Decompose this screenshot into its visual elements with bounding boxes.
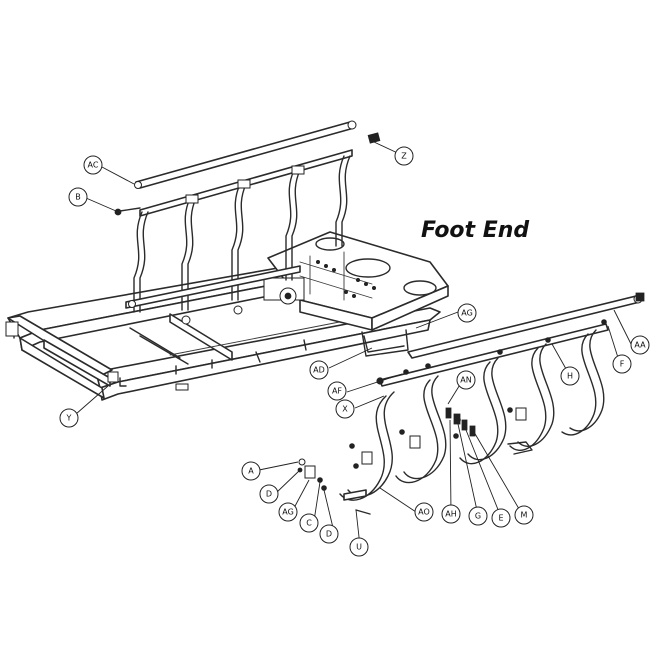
svg-text:Y: Y <box>66 414 72 423</box>
callout-a: A <box>241 461 261 481</box>
callout-ac: AC <box>83 155 103 175</box>
svg-text:E: E <box>498 514 503 523</box>
callout-g: G <box>468 506 488 526</box>
svg-text:D: D <box>326 530 332 539</box>
svg-text:C: C <box>306 519 312 528</box>
callout-x: X <box>335 399 355 419</box>
svg-text:H: H <box>567 372 573 381</box>
callout-f: F <box>612 354 632 374</box>
exploded-side-rail-assembly <box>297 292 645 515</box>
callout-ad: AD <box>309 360 329 380</box>
svg-text:AH: AH <box>445 510 457 519</box>
callout-aa: AA <box>630 335 650 355</box>
svg-text:U: U <box>356 543 362 552</box>
bed-frame <box>5 231 449 401</box>
svg-text:AG: AG <box>461 309 473 318</box>
callout-d-2: D <box>319 524 339 544</box>
callout-e: E <box>491 508 511 528</box>
callout-z: Z <box>394 146 414 166</box>
svg-text:AA: AA <box>634 341 646 350</box>
svg-text:B: B <box>75 193 81 202</box>
callout-ag-top: AG <box>457 303 477 323</box>
callout-y: Y <box>59 408 79 428</box>
callout-c: C <box>299 513 319 533</box>
svg-text:M: M <box>521 511 528 520</box>
svg-text:AG: AG <box>282 508 294 517</box>
svg-text:G: G <box>475 512 481 521</box>
svg-text:AF: AF <box>332 387 342 396</box>
callout-an: AN <box>456 370 476 390</box>
diagram-title: Foot End <box>421 218 530 243</box>
callout-ao: AO <box>414 502 434 522</box>
svg-text:AN: AN <box>460 376 471 385</box>
svg-text:AC: AC <box>88 161 99 170</box>
svg-text:F: F <box>620 360 625 369</box>
callout-m: M <box>514 505 534 525</box>
callout-ah: AH <box>441 504 461 524</box>
callout-af: AF <box>327 381 347 401</box>
svg-text:AD: AD <box>313 366 325 375</box>
svg-text:X: X <box>342 405 348 414</box>
callout-d-1: D <box>259 484 279 504</box>
svg-text:Z: Z <box>401 152 407 161</box>
callout-u: U <box>349 537 369 557</box>
callout-h: H <box>560 366 580 386</box>
svg-text:A: A <box>248 467 254 476</box>
svg-text:D: D <box>266 490 272 499</box>
top-side-rail-assembly <box>114 120 381 325</box>
callout-ag-bottom: AG <box>278 502 298 522</box>
callout-b: B <box>68 187 88 207</box>
svg-text:AO: AO <box>418 508 430 517</box>
